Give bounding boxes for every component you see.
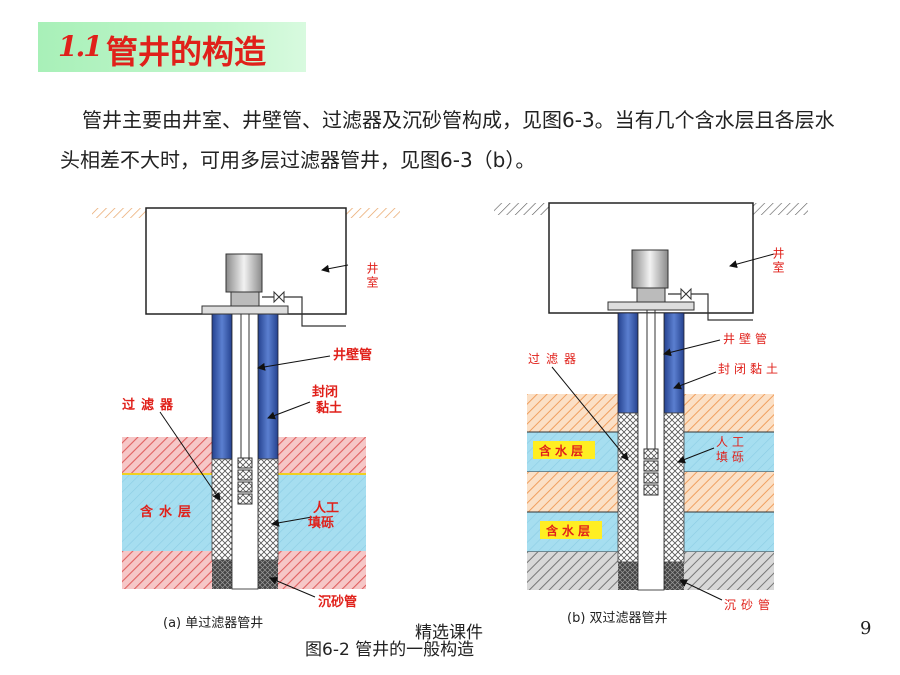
aquifer-label-bg-2 (540, 521, 602, 539)
label-seal-clay: 封闭 (312, 384, 338, 400)
base-plate (607, 301, 695, 311)
label-gravel: 人工 (716, 435, 748, 449)
casing-right (663, 312, 685, 414)
label-casing: 井壁管 (723, 331, 771, 346)
gravel-pack-right (257, 458, 279, 561)
ground-surface (92, 208, 146, 218)
watermark: 精选课件 (415, 623, 483, 643)
sump-pipe-right (664, 562, 684, 590)
motor-base (230, 290, 260, 307)
label-sump: 沉砂管 (724, 597, 775, 612)
pump-element (643, 448, 659, 496)
diagram-a: 井室 井壁管 封闭 黏土 过滤器 含水层 人工 填砾 沉砂管 (92, 207, 400, 610)
label-aquifer-2: 含水层 (546, 523, 594, 538)
label-well-room: 井室 (771, 247, 785, 275)
casing-left (211, 313, 233, 460)
aquifer-label-bg-1 (533, 441, 595, 459)
gravel-pack-left (211, 458, 233, 561)
label-aquifer-1: 含水层 (539, 443, 587, 458)
ground-surface (346, 208, 400, 218)
motor (631, 249, 669, 289)
motor-base (636, 286, 666, 303)
section-title-background (38, 22, 306, 72)
gravel-pack-right (663, 412, 685, 563)
base-plate (201, 305, 289, 315)
casing-right (257, 313, 279, 460)
ground-surface (753, 203, 808, 215)
figure-caption: 图6-2 管井的一般构造 (305, 640, 475, 660)
label-sump: 沉砂管 (318, 594, 357, 610)
label-well-room: 井室 (365, 262, 379, 290)
page-number: 9 (860, 618, 872, 639)
pump-element (237, 457, 253, 505)
inner-pipe (231, 313, 259, 590)
gravel-pack-left (617, 412, 639, 563)
caption-b: (b) 双过滤器管井 (567, 611, 668, 626)
section-number: 1.1 (58, 30, 103, 63)
motor (225, 253, 263, 293)
section-title: 管井的构造 (106, 33, 267, 71)
label-filter: 过滤器 (122, 397, 179, 413)
diagram-b: 含水层 含水层 井室 井壁管 封闭黏土 过滤器 人工 填砾 沉砂管 (494, 202, 808, 612)
label-seal-clay-2: 黏土 (316, 400, 342, 416)
label-gravel: 人工 (313, 500, 339, 516)
label-gravel-2: 填砾 (308, 515, 334, 531)
casing-left (617, 312, 639, 414)
label-aquifer: 含水层 (139, 504, 197, 520)
caption-a: (a) 单过滤器管井 (163, 616, 264, 631)
sump-pipe-left (212, 560, 232, 589)
ground-surface (494, 203, 549, 215)
label-casing: 井壁管 (333, 347, 372, 363)
sump-pipe-left (618, 562, 638, 590)
label-seal-clay: 封闭黏土 (718, 362, 782, 376)
label-filter: 过滤器 (528, 352, 582, 366)
valve-icon (680, 287, 692, 301)
sump-pipe-right (258, 560, 278, 589)
valve-icon (273, 290, 285, 304)
body-paragraph: 管井主要由井室、井壁管、过滤器及沉砂管构成，见图6-3。当有几个含水层且各层水头… (60, 108, 835, 172)
label-gravel-2: 填砾 (716, 450, 748, 464)
